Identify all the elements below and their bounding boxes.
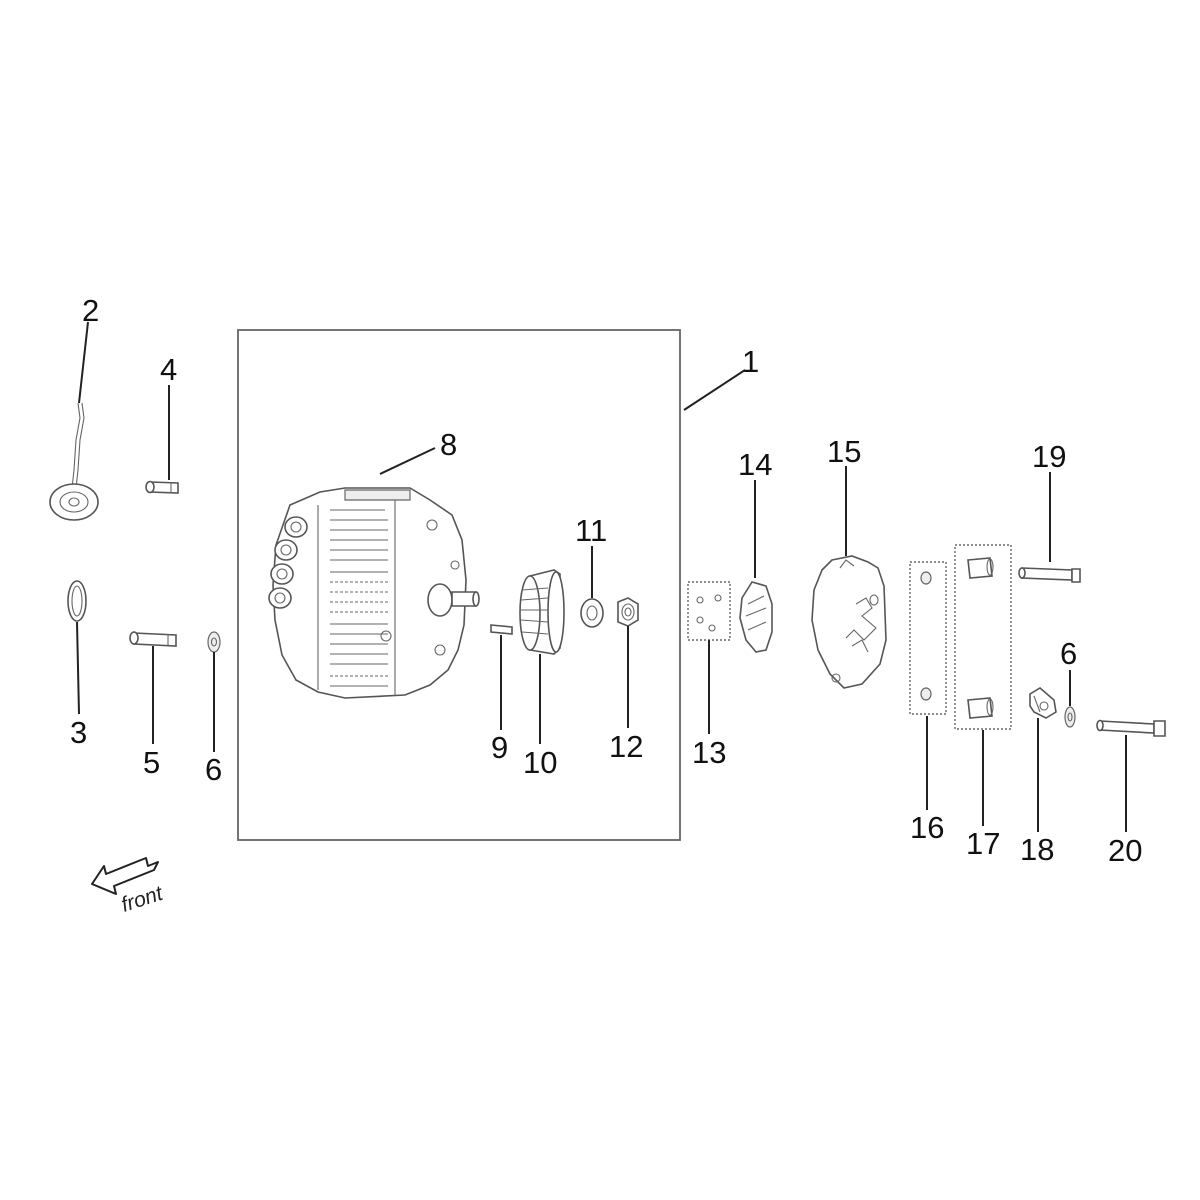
callout-19: 19 bbox=[1032, 439, 1066, 474]
callout-labels: 1 2 3 4 5 6 8 9 10 11 12 13 14 15 16 17 … bbox=[70, 293, 1142, 868]
callout-17: 17 bbox=[966, 826, 1000, 861]
callout-6-right: 6 bbox=[1060, 636, 1077, 671]
label-plate-icon bbox=[687, 581, 731, 641]
nut-icon bbox=[617, 597, 639, 627]
callout-5: 5 bbox=[143, 745, 160, 780]
assembly-box bbox=[237, 329, 681, 841]
callout-11: 11 bbox=[575, 513, 607, 548]
clip-icon bbox=[1029, 687, 1057, 719]
callout-13: 13 bbox=[692, 735, 726, 770]
callout-6: 6 bbox=[205, 752, 222, 787]
leader-lines bbox=[76, 321, 1127, 832]
callout-4: 4 bbox=[160, 352, 177, 387]
key-icon bbox=[490, 624, 513, 635]
cover-icon bbox=[739, 581, 773, 653]
pulley-icon bbox=[519, 569, 565, 655]
bolt-icon bbox=[1018, 567, 1081, 583]
front-arrow-icon bbox=[91, 857, 159, 895]
washer-icon bbox=[580, 598, 604, 628]
callout-2: 2 bbox=[82, 293, 99, 328]
o-ring-icon bbox=[67, 580, 87, 622]
callout-16: 16 bbox=[910, 810, 944, 845]
callout-15: 15 bbox=[827, 434, 861, 469]
washer-icon bbox=[207, 631, 221, 653]
callout-9: 9 bbox=[491, 730, 508, 765]
bolt-icon bbox=[1096, 719, 1166, 737]
housing-icon bbox=[811, 555, 887, 689]
pin-icon bbox=[129, 631, 177, 647]
harness-terminal-icon bbox=[49, 402, 99, 521]
callout-8: 8 bbox=[440, 427, 457, 462]
bracket-plate-icon bbox=[954, 544, 1012, 730]
callout-18: 18 bbox=[1020, 832, 1054, 867]
callout-10: 10 bbox=[523, 745, 557, 780]
callout-12: 12 bbox=[609, 729, 643, 764]
front-label: front bbox=[118, 882, 166, 917]
motor-icon bbox=[268, 487, 480, 699]
washer-icon bbox=[1064, 706, 1076, 728]
pin-icon bbox=[145, 480, 179, 494]
callout-1: 1 bbox=[742, 344, 759, 379]
callout-3: 3 bbox=[70, 715, 87, 750]
callout-20: 20 bbox=[1108, 833, 1142, 868]
callout-14: 14 bbox=[738, 447, 772, 482]
bracket-plate-icon bbox=[909, 561, 947, 715]
